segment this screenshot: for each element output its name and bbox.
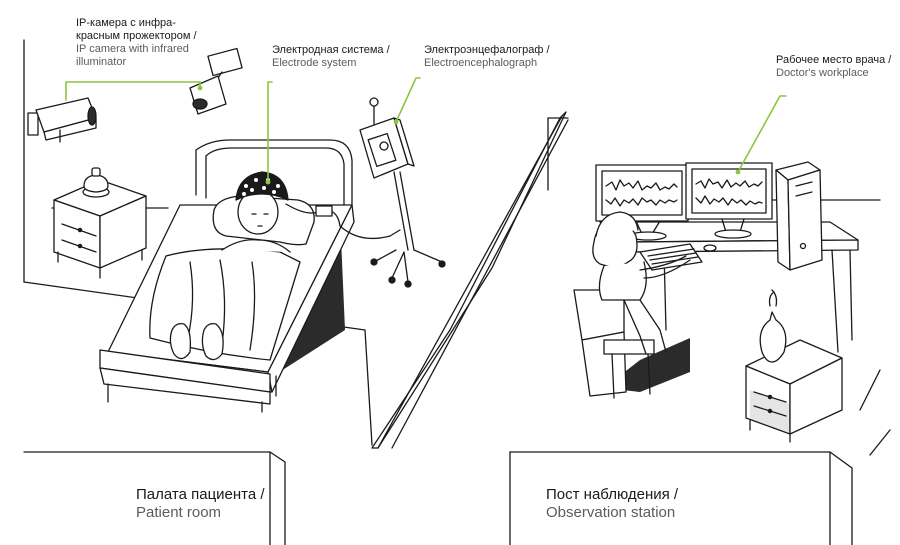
floor-section-lines	[23, 451, 853, 545]
label-eeg: Электроэнцефалограф / Electroencephalogr…	[424, 44, 550, 70]
eeg-device	[359, 97, 446, 288]
label-ip-camera-ru-2: красным прожектором /	[76, 30, 197, 42]
monitor-right	[685, 162, 773, 239]
label-patient-room-ru: Палата пациента /	[136, 486, 265, 503]
label-electrode-system: Электродная система / Electrode system	[272, 44, 390, 70]
pc-tower	[775, 161, 823, 271]
cable-connector	[315, 205, 333, 217]
label-doctor-workplace-en: Doctor's workplace	[776, 67, 869, 79]
label-observation-station-en: Observation station	[546, 504, 676, 521]
electrode-cap	[235, 171, 289, 201]
label-patient-room-en: Patient room	[136, 504, 222, 521]
label-doctor-workplace-ru: Рабочее место врача /	[776, 54, 892, 66]
label-ip-camera-en-1: IP camera with infrared	[76, 43, 189, 55]
ip-camera-wall	[27, 97, 97, 143]
label-observation-station-ru: Пост наблюдения /	[546, 486, 679, 503]
electrode-cable	[285, 203, 401, 240]
partition-wall	[371, 111, 569, 449]
label-eeg-en: Electroencephalograph	[424, 57, 538, 69]
label-ip-camera-en-2: illuminator	[76, 56, 127, 68]
nightstand-right	[745, 289, 843, 443]
label-ip-camera-ru-1: IP-камера с инфра-	[76, 17, 176, 29]
label-ip-camera: IP-камера с инфра- красным прожектором /…	[76, 17, 197, 69]
leader-lines	[65, 77, 787, 185]
label-eeg-ru: Электроэнцефалограф /	[424, 44, 550, 56]
label-electrode-system-en: Electrode system	[272, 57, 357, 69]
label-electrode-system-ru: Электродная система /	[272, 44, 390, 56]
label-doctor-workplace: Рабочее место врача / Doctor's workplace	[776, 54, 891, 80]
ip-camera-ceiling	[189, 47, 243, 115]
nightstand-left	[53, 167, 147, 279]
bed	[99, 139, 355, 413]
label-observation-station: Пост наблюдения / Observation station	[546, 486, 678, 522]
doctor	[573, 211, 691, 399]
label-patient-room: Палата пациента / Patient room	[136, 486, 265, 522]
monitor-left	[595, 164, 689, 241]
